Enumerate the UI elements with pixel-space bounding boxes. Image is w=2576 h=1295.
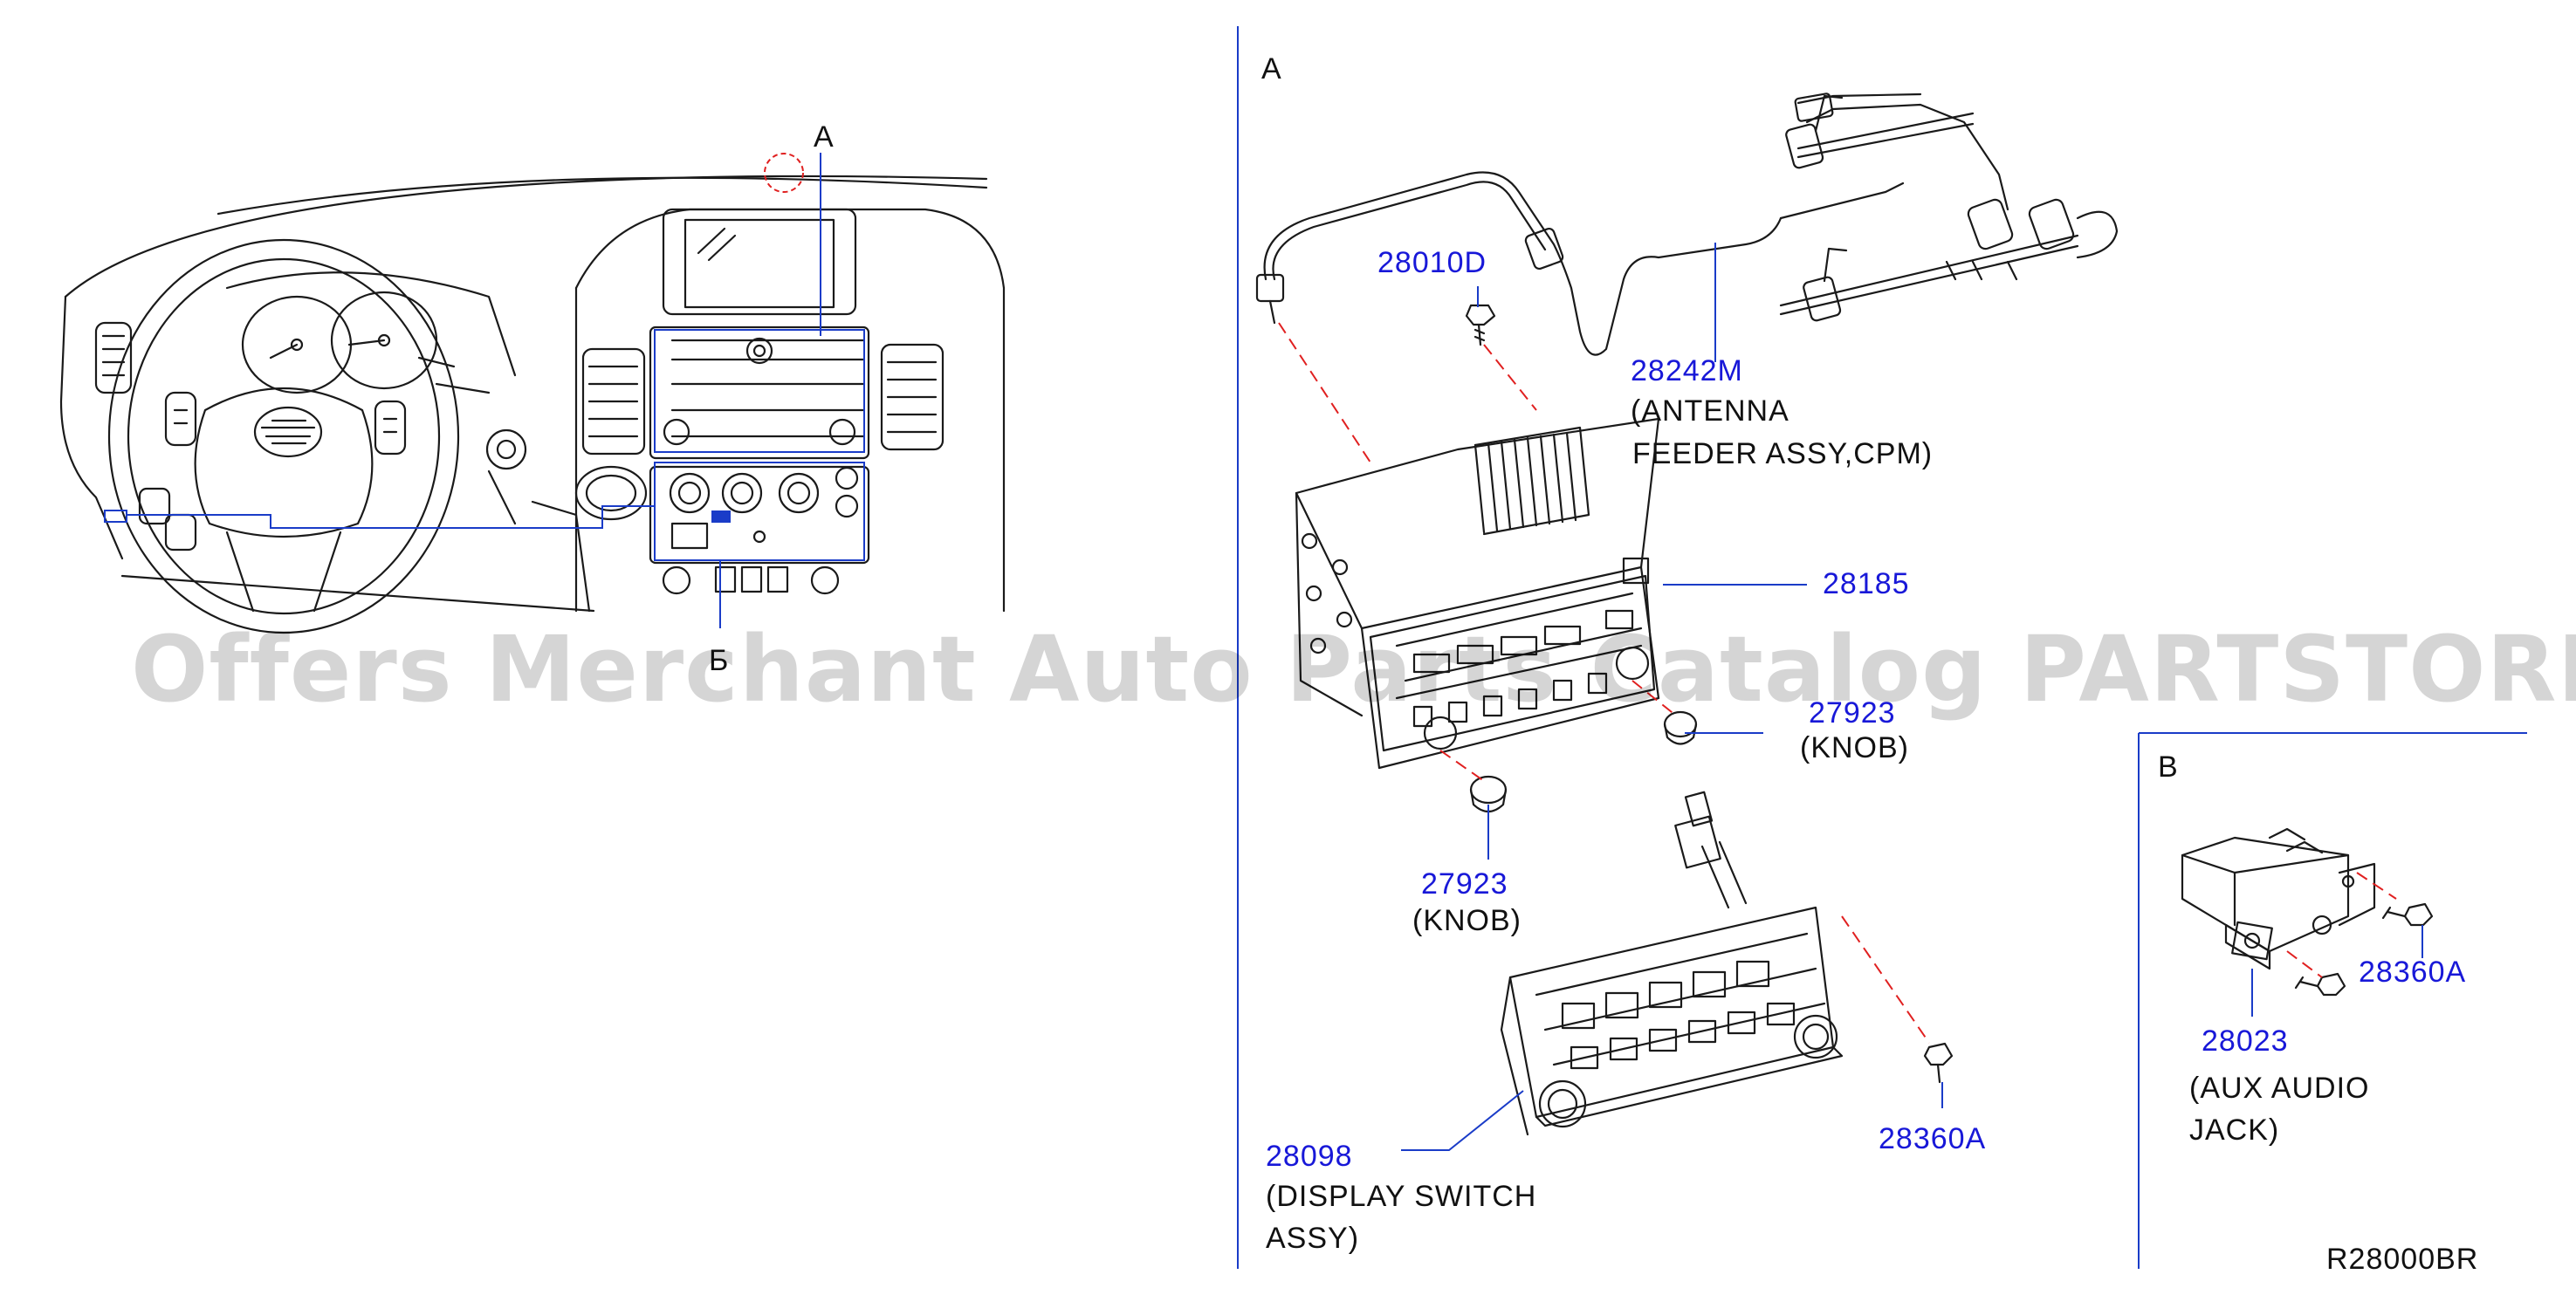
part-number-28360a-b: 28360A xyxy=(2359,956,2467,989)
part-desc-28242m-line2: FEEDER ASSY,CPM) xyxy=(1632,437,1934,470)
section-b-callout: Б xyxy=(709,644,730,677)
part-number-28242m: 28242M xyxy=(1631,354,1743,387)
dashboard-overview xyxy=(59,175,1006,634)
section-a-callout: A xyxy=(814,120,835,154)
part-desc-27923-right: (KNOB) xyxy=(1800,731,1909,764)
screw-28360a-b-lower xyxy=(2294,972,2346,997)
assembly-dash-lines xyxy=(1278,322,2397,1044)
aux-jack-28023 xyxy=(2181,827,2376,970)
display-switch-28098 xyxy=(1500,791,1844,1136)
part-number-28185: 28185 xyxy=(1823,567,1910,600)
part-number-28023: 28023 xyxy=(2202,1024,2289,1058)
screw-28360a-bottom xyxy=(1923,1042,1954,1084)
section-a-label: A xyxy=(1261,52,1282,86)
reference-code: R28000BR xyxy=(2326,1243,2479,1276)
audio-unit-28185 xyxy=(1295,417,1660,770)
part-desc-28098-line1: (DISPLAY SWITCH xyxy=(1266,1180,1537,1213)
part-desc-28098-line2: ASSY) xyxy=(1266,1222,1360,1255)
knob-27923-right xyxy=(1663,710,1698,745)
part-desc-28023-line1: (AUX AUDIO xyxy=(2189,1072,2370,1105)
screw-28360a-b-upper xyxy=(2381,902,2434,927)
screw-28010d xyxy=(1465,304,1496,346)
watermark: Offers Merchant Auto Parts Catalog PARTS… xyxy=(131,616,2576,723)
part-desc-28242m-line1: (ANTENNA xyxy=(1631,394,1789,428)
part-number-27923-right: 27923 xyxy=(1809,696,1896,730)
part-number-28360a-bottom: 28360A xyxy=(1879,1122,1987,1155)
antenna-feeder-drawing xyxy=(1255,92,2119,356)
leader-lines xyxy=(104,26,2527,1269)
part-desc-28023-line2: JACK) xyxy=(2189,1113,2280,1147)
section-b-label: B xyxy=(2158,750,2179,784)
part-number-28010d: 28010D xyxy=(1377,246,1487,279)
part-number-27923-left: 27923 xyxy=(1421,867,1508,901)
part-number-28098: 28098 xyxy=(1266,1140,1353,1173)
part-desc-27923-left: (KNOB) xyxy=(1412,904,1522,937)
